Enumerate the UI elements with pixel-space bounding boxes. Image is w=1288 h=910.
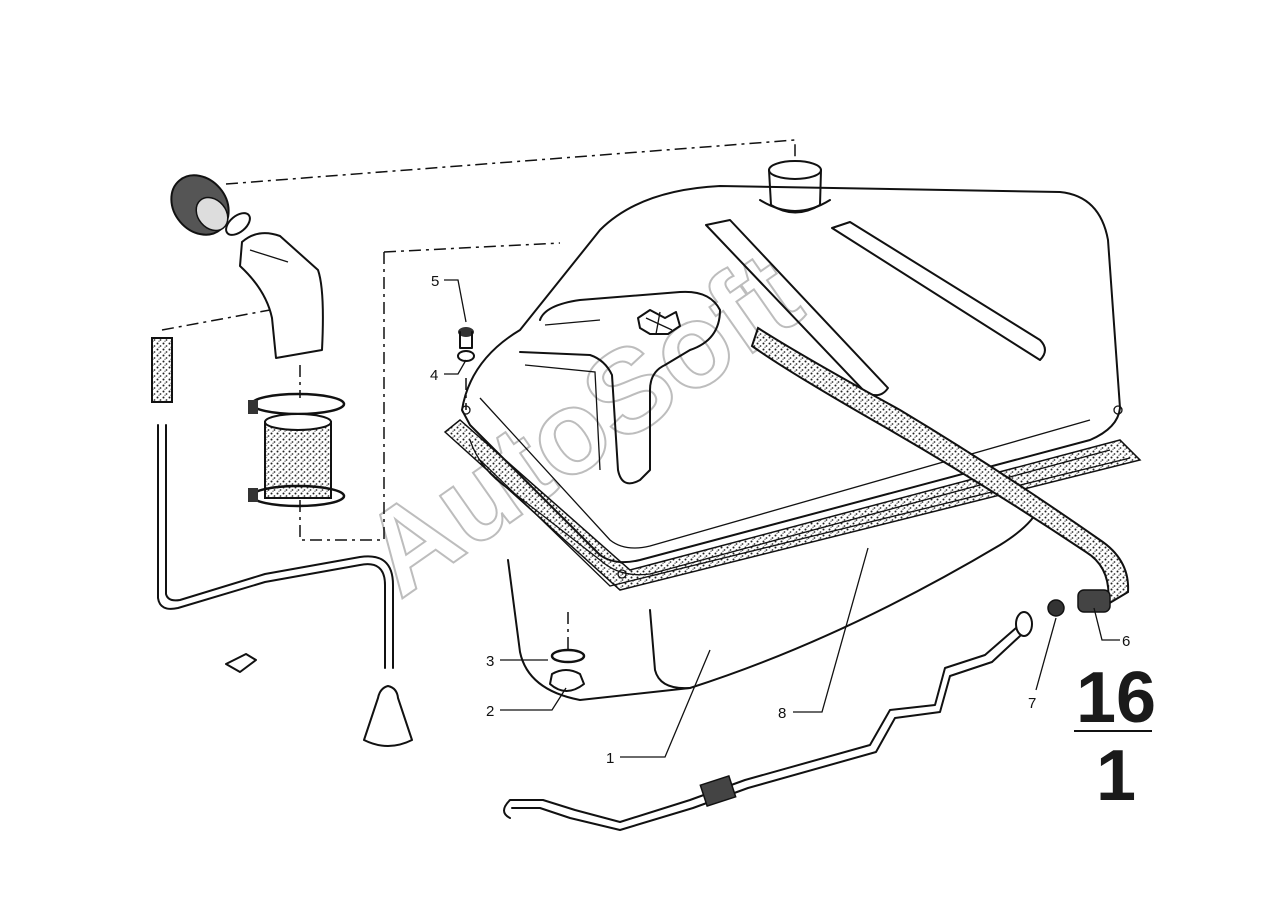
callout-labels: 5 4 3 2 1 8 7 6 (430, 273, 1130, 767)
callout-8: 8 (778, 705, 786, 722)
leader-lines (444, 279, 1120, 758)
group-code-main: 16 (1076, 658, 1156, 738)
callout-4: 4 (430, 367, 438, 384)
fuel-feed-line (503, 599, 1065, 831)
callout-2: 2 (486, 703, 494, 720)
group-code-sub: 1 (1096, 736, 1136, 816)
filler-cap-assembly (170, 174, 324, 359)
fuel-tank (443, 160, 1142, 701)
filler-hose-with-clamps (248, 392, 346, 508)
callout-1: 1 (606, 750, 614, 767)
callout-6: 6 (1122, 633, 1130, 650)
callout-5: 5 (431, 273, 439, 290)
watermark: AutoSoft (338, 227, 824, 623)
callout-3: 3 (486, 653, 494, 670)
svg-text:AutoSoft: AutoSoft (339, 228, 823, 622)
callout-7: 7 (1028, 695, 1036, 712)
vent-line-left (151, 337, 413, 747)
group-code: 16 1 (1074, 658, 1156, 816)
vent-hose (750, 326, 1130, 613)
